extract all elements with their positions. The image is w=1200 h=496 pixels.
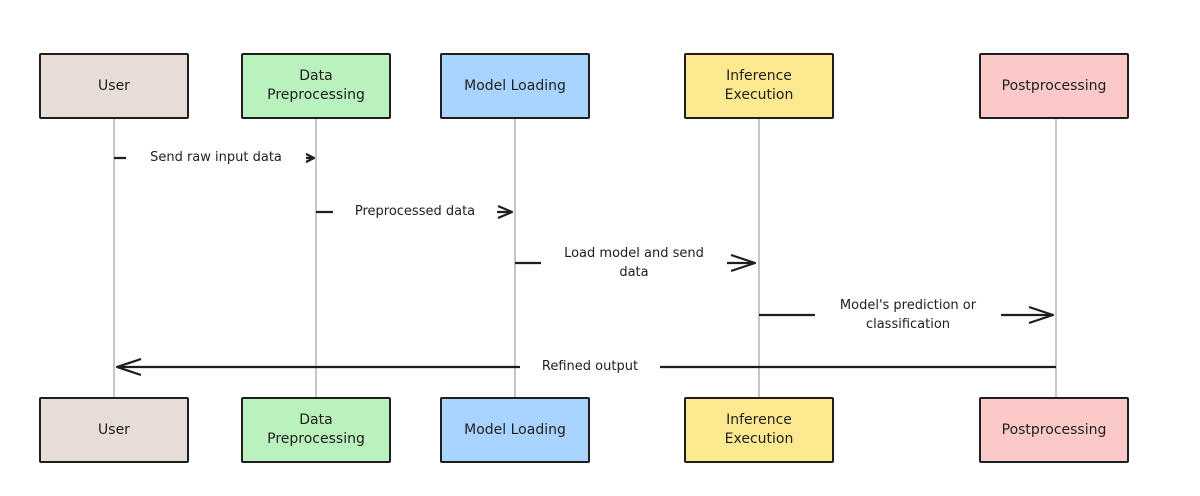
arrowhead-preprocessed-data — [497, 204, 514, 220]
arrowhead-prediction — [1028, 305, 1055, 325]
participant-data-preprocessing-bottom: Data Preprocessing — [241, 397, 391, 463]
message-label-refined-output: Refined output — [520, 357, 660, 376]
participant-postprocessing-bottom: Postprocessing — [979, 397, 1129, 463]
participant-postprocessing-top: Postprocessing — [979, 53, 1129, 119]
arrowhead-send-raw-input — [301, 151, 316, 165]
participant-data-preprocessing-top: Data Preprocessing — [241, 53, 391, 119]
participant-inference-execution-bottom: Inference Execution — [684, 397, 834, 463]
participant-inference-execution-top: Inference Execution — [684, 53, 834, 119]
participant-model-loading-bottom: Model Loading — [440, 397, 590, 463]
message-label-load-model: Load model and send data — [541, 244, 727, 282]
message-label-send-raw-input: Send raw input data — [126, 148, 306, 167]
participant-user-bottom: User — [39, 397, 189, 463]
arrowhead-refined-output — [115, 357, 142, 377]
arrowhead-load-model — [730, 253, 757, 273]
message-label-prediction: Model's prediction or classification — [815, 296, 1001, 334]
participant-user-top: User — [39, 53, 189, 119]
participant-model-loading-top: Model Loading — [440, 53, 590, 119]
message-label-preprocessed-data: Preprocessed data — [333, 202, 497, 221]
